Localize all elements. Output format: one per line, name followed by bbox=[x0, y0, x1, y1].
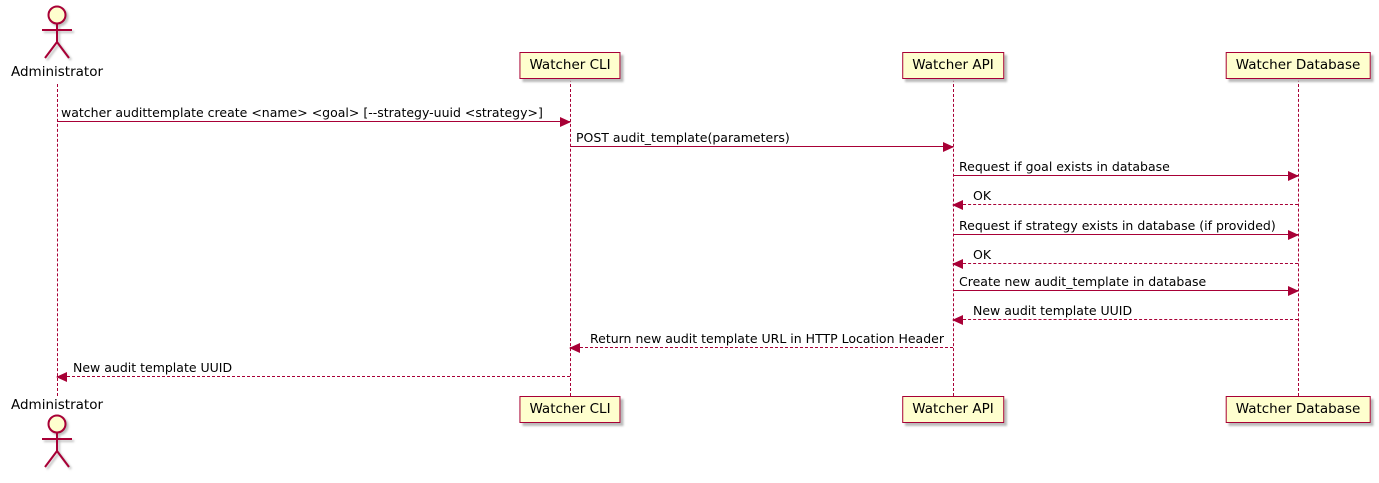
actor-icon bbox=[42, 414, 72, 468]
message-text: OK bbox=[973, 188, 992, 203]
actor-label-top: Administrator bbox=[10, 64, 104, 80]
arrowhead-left-icon bbox=[56, 372, 67, 382]
message-text: New audit template UUID bbox=[973, 303, 1133, 318]
message-line bbox=[953, 319, 1298, 320]
arrowhead-left-icon bbox=[952, 259, 963, 269]
message-text: Request if goal exists in database bbox=[959, 159, 1170, 174]
message-line bbox=[57, 376, 570, 377]
message-line bbox=[953, 175, 1298, 176]
message: Create new audit_template in database bbox=[953, 273, 1299, 296]
participant-watcher-database-top: Watcher Database bbox=[1225, 52, 1371, 79]
message-text: New audit template UUID bbox=[73, 360, 233, 375]
message-line bbox=[953, 263, 1298, 264]
lifeline-watcher-api bbox=[953, 79, 954, 396]
participant-watcher-database-bottom: Watcher Database bbox=[1225, 396, 1371, 423]
actor-icon bbox=[42, 5, 72, 59]
arrowhead-right-icon bbox=[943, 142, 954, 152]
message: OK bbox=[952, 246, 1298, 269]
participant-watcher-cli-bottom: Watcher CLI bbox=[519, 396, 621, 423]
message-text: Request if strategy exists in database (… bbox=[959, 218, 1276, 233]
participant-watcher-cli-top: Watcher CLI bbox=[519, 52, 621, 79]
message-text: Create new audit_template in database bbox=[959, 274, 1207, 289]
message-line bbox=[570, 146, 953, 147]
message: New audit template UUID bbox=[952, 302, 1298, 325]
arrowhead-left-icon bbox=[952, 200, 963, 210]
message-text: Return new audit template URL in HTTP Lo… bbox=[590, 331, 944, 346]
participant-watcher-api-bottom: Watcher API bbox=[902, 396, 1004, 423]
message: Request if strategy exists in database (… bbox=[953, 217, 1299, 240]
message-text: watcher audittemplate create <name> <goa… bbox=[61, 105, 543, 120]
message: watcher audittemplate create <name> <goa… bbox=[57, 104, 571, 127]
arrowhead-left-icon bbox=[952, 315, 963, 325]
message: Request if goal exists in database bbox=[953, 158, 1299, 181]
arrowhead-right-icon bbox=[1288, 230, 1299, 240]
message-line bbox=[953, 204, 1298, 205]
arrowhead-right-icon bbox=[1288, 286, 1299, 296]
lifeline-administrator bbox=[57, 84, 58, 396]
lifeline-watcher-cli bbox=[570, 79, 571, 396]
message: Return new audit template URL in HTTP Lo… bbox=[569, 330, 953, 353]
message: New audit template UUID bbox=[56, 359, 570, 382]
actor-label-bottom: Administrator bbox=[10, 397, 104, 413]
arrowhead-left-icon bbox=[569, 343, 580, 353]
message-text: POST audit_template(parameters) bbox=[576, 130, 790, 145]
message: OK bbox=[952, 187, 1298, 210]
message-line bbox=[953, 234, 1298, 235]
message-line bbox=[57, 121, 570, 122]
participant-watcher-api-top: Watcher API bbox=[902, 52, 1004, 79]
message-line bbox=[570, 347, 953, 348]
arrowhead-right-icon bbox=[560, 117, 571, 127]
message-text: OK bbox=[973, 247, 992, 262]
arrowhead-right-icon bbox=[1288, 171, 1299, 181]
message-line bbox=[953, 290, 1298, 291]
message: POST audit_template(parameters) bbox=[570, 129, 954, 152]
